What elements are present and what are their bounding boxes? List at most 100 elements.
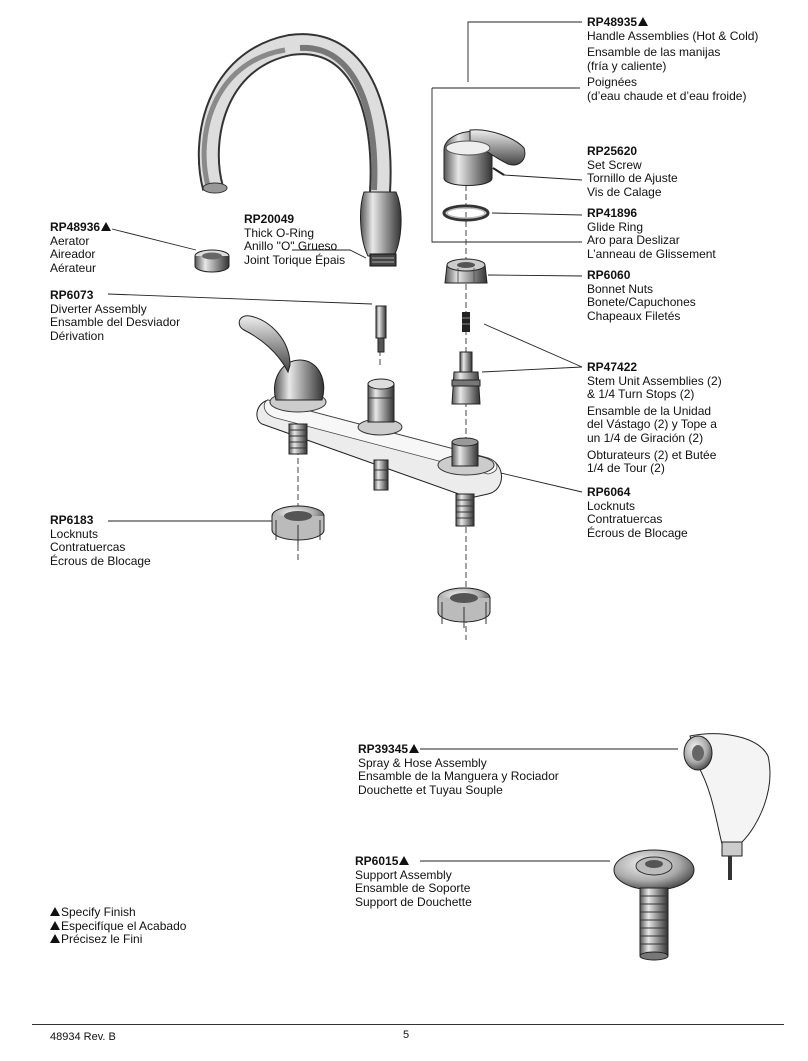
specify-finish-icon	[50, 934, 60, 944]
desc-line: Ensamble de la Unidad	[587, 403, 712, 418]
label-thick-oring: RP20049 Thick O-Ring Anillo "O" Grueso J…	[244, 212, 346, 267]
desc-line: Douchette et Tuyau Souple	[358, 782, 503, 797]
desc-line: Set Screw	[587, 157, 642, 172]
label-aerator: RP48936 Aerator Aireador Aérateur	[50, 220, 112, 275]
desc-line: Handle Assemblies (Hot & Cold)	[587, 28, 759, 43]
desc-line: Bonnet Nuts	[587, 281, 654, 296]
desc-line: Joint Torique Épais	[244, 252, 346, 267]
leader-diverter	[107, 293, 373, 305]
part-number-support: RP6015	[355, 854, 399, 868]
diverter	[375, 305, 387, 353]
label-glide-ring: RP41896 Glide Ring Aro para Deslizar L’a…	[587, 206, 716, 261]
spray-head	[683, 733, 771, 880]
handle-left	[238, 315, 325, 401]
desc-line: Obturateurs (2) et Butée	[587, 447, 717, 462]
leader-oring	[292, 249, 367, 259]
part-number-stem-units: RP47422	[587, 360, 638, 374]
desc-line: Glide Ring	[587, 219, 644, 234]
desc-line: del Vástago (2) y Tope a	[587, 417, 717, 432]
desc-line: Bonete/Capuchones	[587, 295, 696, 310]
aerator	[194, 249, 230, 273]
bracket-left	[431, 88, 582, 243]
spout-post	[367, 378, 395, 423]
label-locknuts-left: RP6183 Locknuts Contratuercas Écrous de …	[50, 513, 151, 568]
leader-handle-assemblies	[467, 21, 582, 82]
leader-bonnet-nuts	[487, 274, 583, 277]
stem-unit	[451, 312, 481, 405]
desc-line: Anillo "O" Grueso	[244, 239, 338, 254]
part-number-handle-assemblies: RP48935	[587, 15, 638, 29]
desc-line: L’anneau de Glissement	[587, 246, 716, 261]
desc-line: Aerator	[50, 233, 90, 248]
desc-line: Poignées	[587, 75, 638, 90]
desc-line: (d’eau chaude et d’eau froide)	[587, 88, 747, 103]
glide-ring	[442, 204, 490, 222]
desc-line: Thick O-Ring	[244, 225, 315, 240]
desc-line: Écrous de Blocage	[587, 525, 688, 540]
specify-finish-icon	[638, 17, 649, 26]
part-number-spray-hose: RP39345	[358, 742, 409, 756]
label-stem-units: RP47422 Stem Unit Assemblies (2) & 1/4 T…	[587, 360, 722, 476]
diverter-port	[373, 459, 389, 491]
part-number-glide-ring: RP41896	[587, 206, 638, 220]
leader-glide-ring	[491, 212, 583, 216]
legend-spanish: Especifíque el Acabado	[61, 918, 187, 933]
shank-left	[288, 423, 308, 455]
desc-line: Aireador	[50, 247, 96, 262]
spout	[197, 33, 402, 267]
part-number-diverter: RP6073	[50, 288, 94, 302]
leader-stem-upper	[483, 323, 583, 368]
desc-line: Ensamble de Soporte	[355, 881, 471, 896]
legend-french: Précisez le Fini	[61, 932, 143, 947]
desc-line: & 1/4 Turn Stops (2)	[587, 387, 695, 402]
specify-finish-icon	[409, 744, 420, 753]
label-bonnet-nuts: RP6060 Bonnet Nuts Bonete/Capuchones Cha…	[587, 268, 696, 323]
finish-legend: Specify Finish Especifíque el Acabado Pr…	[50, 905, 187, 947]
label-handle-assemblies: RP48935 Handle Assemblies (Hot & Cold) E…	[587, 15, 759, 104]
desc-line: un 1/4 de Giración (2)	[587, 430, 704, 445]
specify-finish-icon	[50, 920, 60, 930]
part-number-aerator: RP48936	[50, 220, 101, 234]
desc-line: Aérateur	[50, 260, 97, 275]
part-number-thick-oring: RP20049	[244, 212, 295, 226]
desc-line: Aro para Deslizar	[587, 233, 680, 248]
desc-line: Ensamble de las manijas	[587, 45, 721, 60]
desc-line: Tornillo de Ajuste	[587, 171, 678, 186]
part-number-locknuts-right: RP6064	[587, 485, 631, 499]
desc-line: Ensamble de la Manguera y Rociador	[358, 769, 559, 784]
specify-finish-icon	[399, 856, 410, 865]
desc-line: Vis de Calage	[587, 184, 662, 199]
desc-line: Stem Unit Assemblies (2)	[587, 373, 722, 388]
locknut-left	[271, 505, 325, 545]
label-set-screw: RP25620 Set Screw Tornillo de Ajuste Vis…	[587, 144, 678, 199]
desc-line: Spray & Hose Assembly	[358, 755, 487, 770]
document-number: 48934 Rev. B	[50, 1031, 116, 1043]
leader-locknuts-right	[487, 469, 583, 493]
desc-line: Support de Douchette	[355, 894, 472, 909]
leader-stem-lower	[481, 366, 583, 373]
leader-set-screw	[503, 174, 583, 181]
footer-rule	[32, 1024, 784, 1025]
desc-line: 1/4 de Tour (2)	[587, 461, 665, 476]
desc-line: (fría y caliente)	[587, 58, 667, 73]
desc-line: Dérivation	[50, 328, 105, 343]
desc-line: Écrous de Blocage	[50, 553, 151, 568]
desc-line: Contratuercas	[587, 512, 663, 527]
desc-line: Contratuercas	[50, 540, 126, 555]
handle-right	[443, 129, 526, 186]
desc-line: Locknuts	[50, 526, 99, 541]
locknut-right	[437, 587, 491, 628]
specify-finish-icon	[50, 907, 60, 916]
leader-lines	[107, 21, 678, 862]
label-support: RP6015 Support Assembly Ensamble de Sopo…	[355, 854, 472, 909]
leader-aerator	[111, 228, 197, 251]
desc-line: Chapeaux Filetés	[587, 308, 681, 323]
bonnet-nut	[444, 258, 488, 284]
desc-line: Ensamble del Desviador	[50, 315, 181, 330]
legend-english: Specify Finish	[61, 905, 136, 919]
support-assembly	[613, 849, 695, 961]
label-diverter: RP6073 Diverter Assembly Ensamble del De…	[50, 288, 181, 343]
shank-right	[455, 493, 475, 527]
